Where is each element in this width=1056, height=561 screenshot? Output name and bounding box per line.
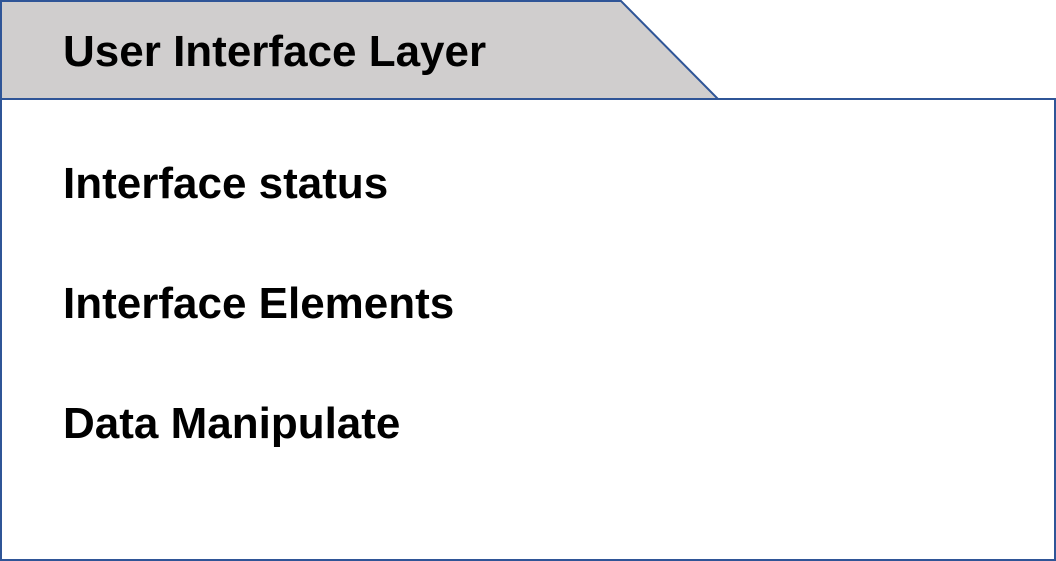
package-item-interface-elements: Interface Elements (63, 279, 455, 328)
package-item-data-manipulate: Data Manipulate (63, 399, 401, 448)
package-title: User Interface Layer (63, 27, 487, 76)
package-body (0, 98, 1056, 561)
package-item-interface-status: Interface status (63, 159, 389, 208)
